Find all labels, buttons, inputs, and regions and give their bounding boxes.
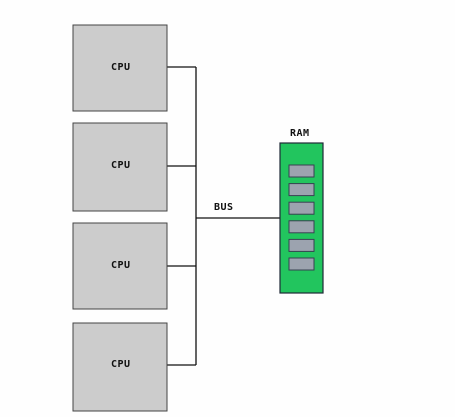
ram-cell — [288, 257, 315, 271]
cpu-box-1 — [72, 24, 168, 112]
ram-cells — [288, 164, 315, 271]
bus-label: BUS — [214, 202, 234, 213]
bus-wiring — [167, 66, 280, 366]
ram-cell — [288, 238, 315, 252]
cpu-box-2 — [72, 122, 168, 212]
cpu-box-4 — [72, 322, 168, 412]
cpu-label-1: CPU — [111, 62, 131, 73]
ram-cell — [288, 183, 315, 197]
cpu-label-3: CPU — [111, 260, 131, 271]
ram-cell — [288, 164, 315, 178]
ram-cell — [288, 220, 315, 234]
ram-cell — [288, 201, 315, 215]
ram-label: RAM — [290, 128, 310, 139]
cpu-box-3 — [72, 222, 168, 310]
cpu-label-4: CPU — [111, 359, 131, 370]
cpu-label-2: CPU — [111, 160, 131, 171]
